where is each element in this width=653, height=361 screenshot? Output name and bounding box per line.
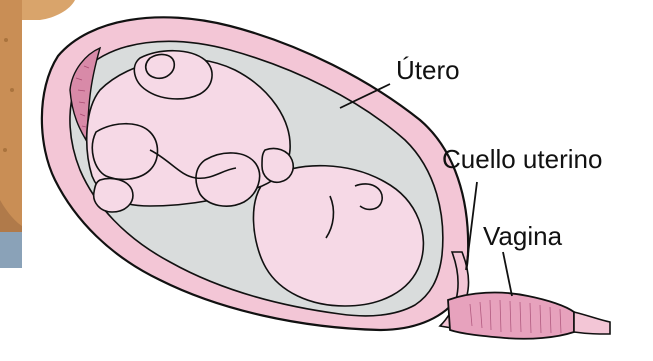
label-uterus: Útero [396, 57, 460, 83]
label-vagina: Vagina [483, 223, 562, 249]
label-cervix: Cuello uterino [442, 146, 602, 172]
